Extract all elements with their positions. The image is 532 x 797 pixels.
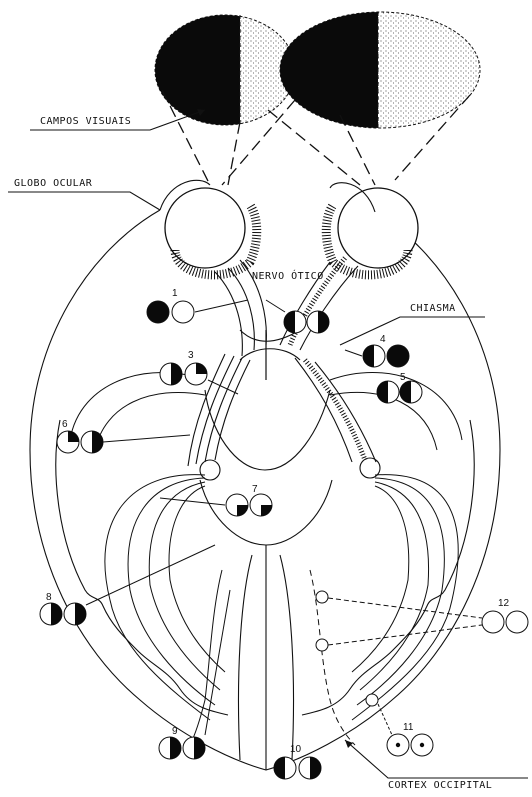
cortex-occipital-text: CORTEX OCCIPITAL	[388, 780, 492, 791]
label-globo-ocular: GLOBO OCULAR	[8, 178, 160, 210]
lesion-2	[266, 300, 329, 333]
lesion-3-number: 3	[188, 350, 194, 361]
lesion-8: 8	[40, 545, 215, 625]
eyeball-left	[160, 180, 257, 275]
lesion-4: 4	[345, 334, 409, 367]
lesion-5: 5	[377, 372, 422, 403]
lesion-8-number: 8	[46, 592, 52, 603]
nervo-otico-text: NERVO ÓTICO	[252, 269, 324, 282]
label-chiasma: CHIASMA	[340, 303, 485, 345]
visual-field-right	[275, 10, 480, 135]
lesion-12: 12	[316, 591, 528, 651]
label-campos-visuais: CAMPOS VISUAIS	[30, 109, 205, 130]
optic-pathways	[188, 258, 380, 545]
lesion-5-number: 5	[400, 372, 406, 383]
lesion-7: 7	[160, 484, 272, 516]
chiasma-text: CHIASMA	[410, 303, 456, 314]
lesion-11-number: 11	[403, 722, 414, 733]
lesion-9-number: 9	[172, 726, 178, 737]
lesion-1-number: 1	[172, 288, 178, 299]
lesion-6: 6	[57, 419, 190, 453]
brain-outline	[30, 210, 500, 770]
lesion-4-number: 4	[380, 334, 386, 345]
eyeball-right	[326, 183, 418, 275]
lesion-7-number: 7	[252, 484, 258, 495]
lesion-11: 11	[366, 694, 433, 756]
lesion-10-number: 10	[290, 744, 302, 755]
campos-visuais-text: CAMPOS VISUAIS	[40, 116, 131, 127]
lesion-1: 1	[147, 288, 248, 323]
label-nervo-otico: NERVO ÓTICO	[252, 269, 324, 282]
lesion-6-number: 6	[62, 419, 68, 430]
lesion-12-number: 12	[498, 598, 510, 609]
globo-ocular-text: GLOBO OCULAR	[14, 178, 93, 189]
visual-field-left	[150, 10, 295, 130]
label-cortex-occipital: CORTEX OCCIPITAL	[345, 740, 528, 791]
lesion-10: 10	[274, 744, 321, 779]
